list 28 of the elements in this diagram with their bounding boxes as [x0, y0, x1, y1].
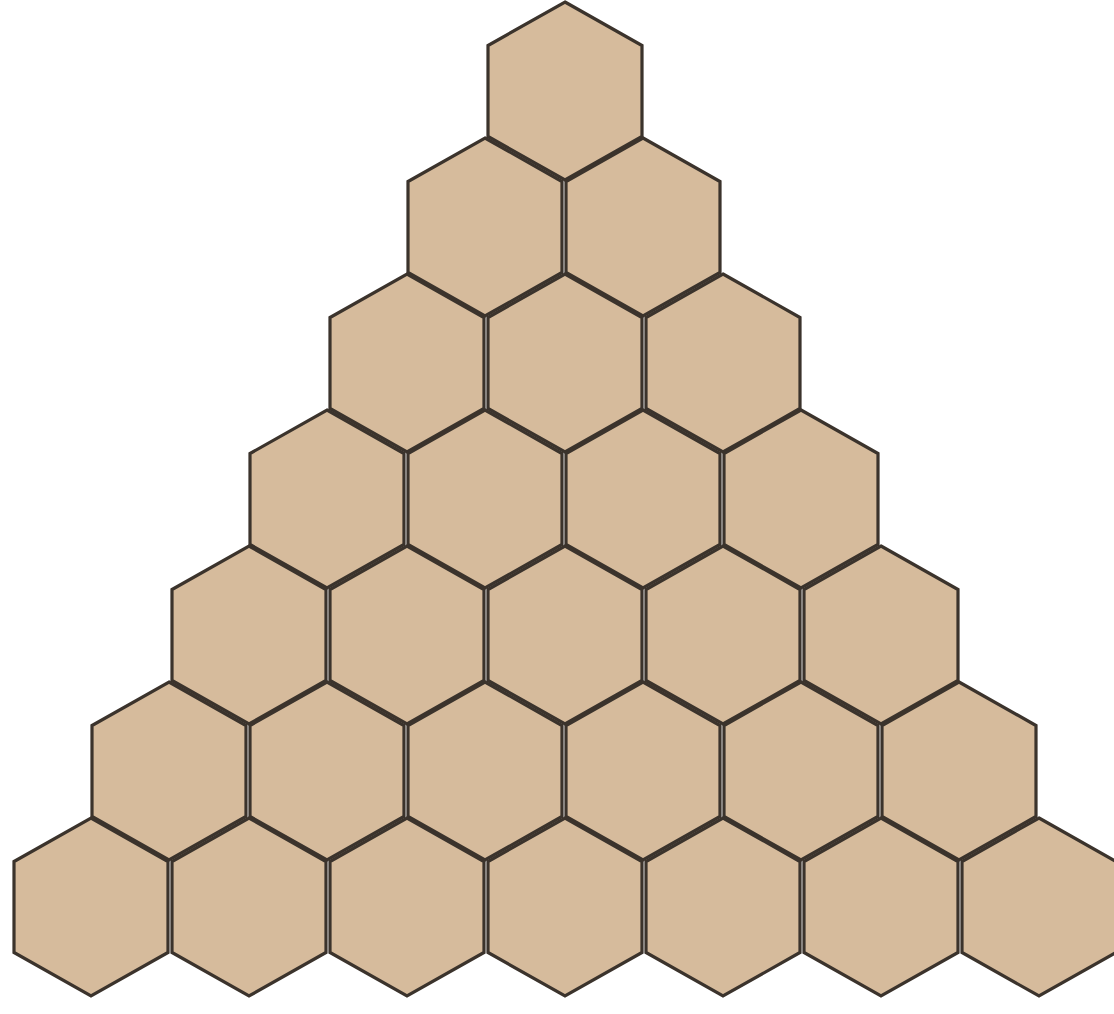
hexagon-tile — [248, 407, 406, 589]
hexagon-tile — [11, 815, 169, 997]
hexagon-tile — [801, 815, 959, 997]
hexagon-tile — [564, 135, 722, 317]
hexagon-tile — [327, 543, 485, 725]
hexagon-tile — [406, 679, 564, 861]
hexagon-tile — [564, 679, 722, 861]
hexagon-tile — [485, 815, 643, 997]
hexagon-tile — [485, 0, 643, 181]
hexagon-tile — [485, 543, 643, 725]
hexagon-tile — [169, 815, 327, 997]
hexagon-tile — [327, 815, 485, 997]
hexagon-tile — [90, 679, 248, 861]
hexagon-tile — [801, 543, 959, 725]
hexagon-tile — [564, 407, 722, 589]
hexagon-tile — [959, 815, 1114, 997]
hexagon-tile — [722, 679, 880, 861]
hexagon-tile — [485, 271, 643, 453]
hexagon-tile — [722, 407, 880, 589]
hexagon-tile — [406, 407, 564, 589]
hexagon-tile — [643, 271, 801, 453]
hexagon-tile — [643, 543, 801, 725]
hexagon-tile — [169, 543, 327, 725]
hexagon-tile — [643, 815, 801, 997]
hexagon-tile — [248, 679, 406, 861]
hexagon-tile — [327, 271, 485, 453]
hexagon-tile — [406, 135, 564, 317]
hexagon-tile — [880, 679, 1038, 861]
